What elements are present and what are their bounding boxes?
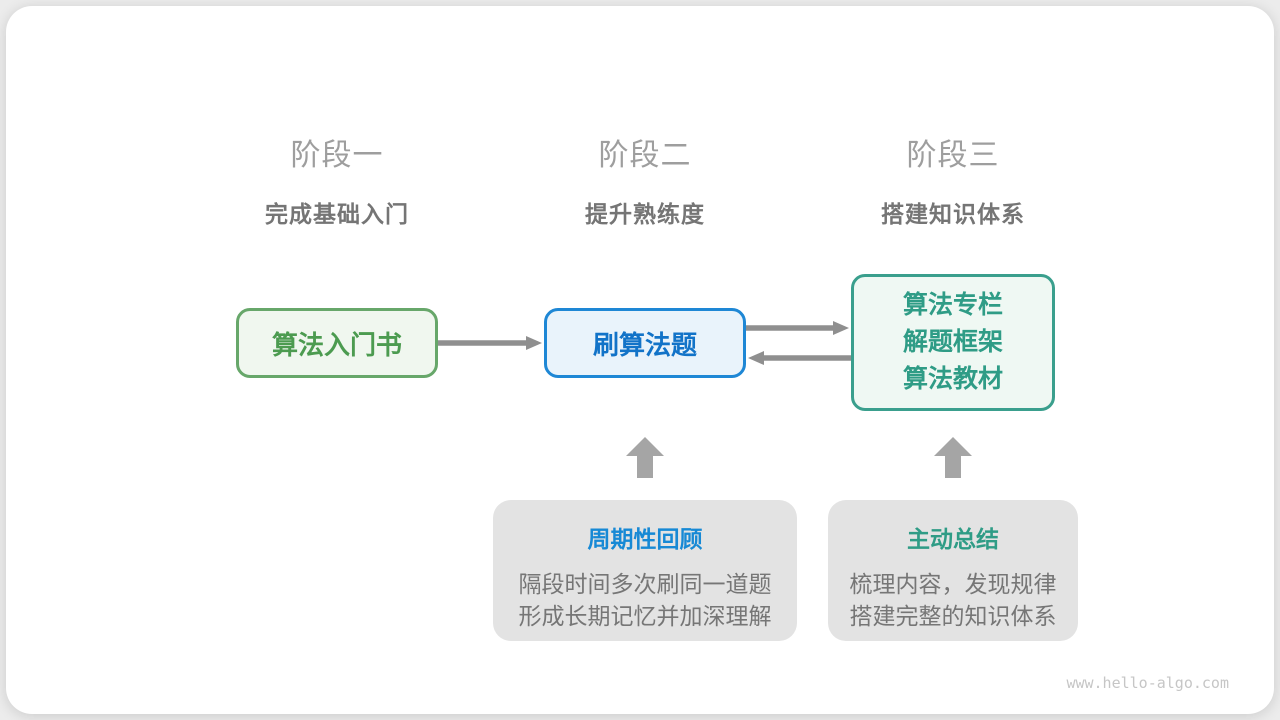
stage-3-subtitle: 搭建知识体系 bbox=[881, 201, 1025, 227]
note-active-summary-line-2: 搭建完整的知识体系 bbox=[849, 603, 1057, 629]
arrow-right-icon bbox=[746, 321, 851, 335]
node-intro-book-label: 算法入门书 bbox=[271, 329, 402, 360]
arrow-left-icon bbox=[746, 351, 851, 365]
note-periodic-review: 周期性回顾 隔段时间多次刷同一道题 形成长期记忆并加深理解 bbox=[493, 500, 797, 641]
stage-header-2: 阶段二 提升熟练度 bbox=[505, 130, 785, 229]
diagram-card: 阶段一 完成基础入门 阶段二 提升熟练度 阶段三 搭建知识体系 算法入门书 刷算… bbox=[6, 6, 1274, 714]
node-resources-line-1: 算法专栏 bbox=[902, 291, 1003, 319]
node-resources-line-2: 解题框架 bbox=[902, 328, 1003, 356]
stage-1-subtitle: 完成基础入门 bbox=[265, 201, 409, 227]
note-active-summary-body: 梳理内容，发现规律 搭建完整的知识体系 bbox=[828, 568, 1078, 632]
note-periodic-review-line-1: 隔段时间多次刷同一道题 bbox=[518, 571, 772, 597]
stage-1-title: 阶段一 bbox=[290, 139, 384, 172]
arrow-up-icon bbox=[934, 437, 972, 478]
arrow-right-icon bbox=[438, 336, 544, 350]
note-active-summary: 主动总结 梳理内容，发现规律 搭建完整的知识体系 bbox=[828, 500, 1078, 641]
stage-header-1: 阶段一 完成基础入门 bbox=[197, 130, 477, 229]
node-resources-line-3: 算法教材 bbox=[902, 365, 1003, 393]
note-active-summary-line-1: 梳理内容，发现规律 bbox=[849, 571, 1057, 597]
note-periodic-review-body: 隔段时间多次刷同一道题 形成长期记忆并加深理解 bbox=[493, 568, 797, 632]
stage-header-3: 阶段三 搭建知识体系 bbox=[813, 130, 1093, 229]
stage-2-title: 阶段二 bbox=[598, 139, 692, 172]
node-resources: 算法专栏 解题框架 算法教材 bbox=[851, 274, 1055, 411]
note-active-summary-title: 主动总结 bbox=[907, 526, 999, 552]
node-practice: 刷算法题 bbox=[544, 308, 746, 378]
note-periodic-review-title: 周期性回顾 bbox=[587, 526, 703, 552]
note-periodic-review-line-2: 形成长期记忆并加深理解 bbox=[518, 603, 772, 629]
arrow-up-icon bbox=[626, 437, 664, 478]
node-practice-label: 刷算法题 bbox=[592, 329, 697, 360]
watermark: www.hello-algo.com bbox=[1066, 674, 1229, 692]
stage-2-subtitle: 提升熟练度 bbox=[585, 201, 705, 227]
stage-3-title: 阶段三 bbox=[906, 139, 1000, 172]
node-intro-book: 算法入门书 bbox=[236, 308, 438, 378]
